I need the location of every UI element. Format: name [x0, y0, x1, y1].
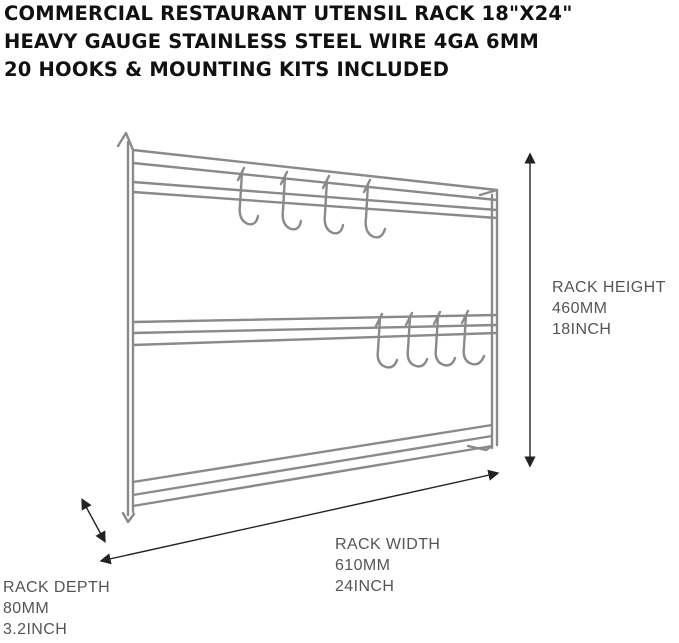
depth-label-imperial: 3.2INCH	[3, 621, 68, 638]
bottom-rail-1	[131, 423, 494, 484]
title-line-2: HEAVY GAUGE STAINLESS STEEL WIRE 4GA 6MM	[4, 30, 540, 53]
product-title: COMMERCIAL RESTAURANT UTENSIL RACK 18"X2…	[4, 0, 676, 84]
width-label-name: RACK WIDTH	[335, 536, 441, 553]
top-rail-1	[131, 148, 499, 192]
width-label-metric: 610MM	[335, 557, 391, 574]
top-rail-3	[131, 180, 499, 212]
hook-tip	[236, 166, 246, 182]
depth-label-metric: 80MM	[3, 600, 50, 617]
height-label-imperial: 18INCH	[552, 321, 612, 338]
title-line-3: 20 HOOKS & MOUNTING KITS INCLUDED	[4, 58, 450, 81]
rack-frame	[116, 131, 499, 524]
bottom-foot-right	[466, 444, 494, 452]
width-dimension-line	[99, 469, 500, 565]
lower-hooks	[374, 309, 486, 369]
hook	[406, 315, 429, 368]
hook-tip	[404, 311, 414, 327]
hook	[323, 178, 345, 235]
hook-tip	[374, 312, 384, 328]
hook	[462, 313, 486, 366]
depth-label: RACK DEPTH 80MM 3.2INCH	[3, 577, 110, 640]
middle-rail-3	[131, 331, 499, 347]
height-label: RACK HEIGHT 460MM 18INCH	[552, 277, 666, 340]
top-rail-2	[131, 161, 499, 202]
bottom-rail-3	[131, 444, 494, 508]
title-line-1: COMMERCIAL RESTAURANT UTENSIL RACK 18"X2…	[4, 2, 573, 25]
hook	[364, 182, 387, 239]
height-label-name: RACK HEIGHT	[552, 279, 666, 296]
depth-label-name: RACK DEPTH	[3, 579, 111, 596]
hook-tip	[279, 170, 289, 186]
height-label-metric: 460MM	[552, 300, 608, 317]
dimension-lines	[81, 152, 536, 565]
top-rail-4	[131, 190, 499, 220]
width-label: RACK WIDTH 610MM 24INCH	[335, 534, 440, 597]
top-mount	[116, 131, 135, 152]
hook-tip	[432, 310, 442, 326]
hook-tip	[460, 309, 470, 325]
middle-rail-1	[131, 313, 499, 324]
hook	[434, 314, 457, 367]
middle-rail-2	[131, 323, 499, 335]
width-label-imperial: 24INCH	[335, 578, 395, 595]
hook-tip	[321, 174, 331, 190]
hook	[376, 316, 399, 369]
upper-hooks	[236, 166, 387, 239]
hook-tip	[362, 178, 372, 194]
depth-dimension-line	[81, 498, 106, 543]
hook	[281, 174, 303, 231]
hook	[238, 170, 260, 226]
